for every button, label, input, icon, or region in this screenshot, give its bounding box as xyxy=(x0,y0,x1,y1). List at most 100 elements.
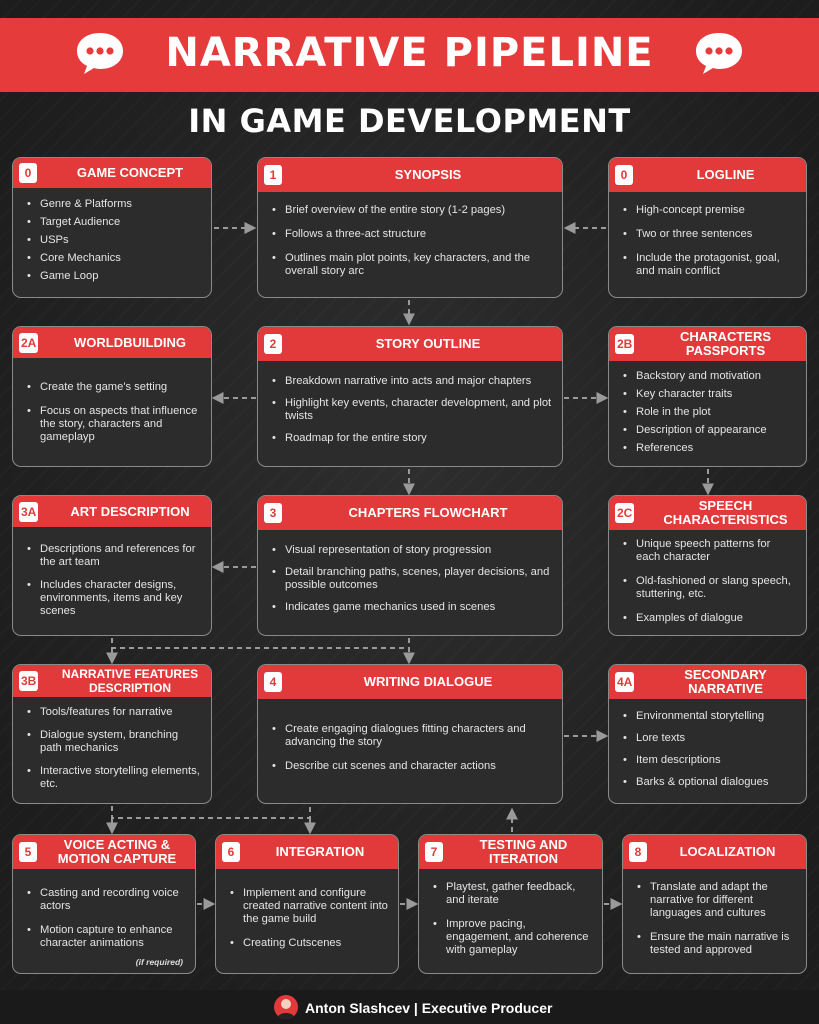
card-title: SECONDARY NARRATIVE xyxy=(684,667,767,696)
list-item: Outlines main plot points, key character… xyxy=(272,252,552,278)
step-number: 3A xyxy=(19,501,39,522)
card-title: TESTING AND ITERATION xyxy=(479,837,568,866)
card-header: 1 SYNOPSIS xyxy=(258,158,562,192)
card-header: 2 STORY OUTLINE xyxy=(258,327,562,361)
list-item: Improve pacing, engagement, and coherenc… xyxy=(433,918,592,957)
list-item: Two or three sentences xyxy=(623,228,796,241)
step-number: 8 xyxy=(629,842,647,862)
card-speech-characteristics: 2C SPEECH CHARACTERISTICS Unique speech … xyxy=(608,495,807,636)
list-item: Focus on aspects that influence the stor… xyxy=(27,405,201,444)
list-item: Breakdown narrative into acts and major … xyxy=(272,375,552,388)
list-item: Interactive storytelling elements, etc. xyxy=(27,765,201,791)
list-item: Detail branching paths, scenes, player d… xyxy=(272,566,552,592)
list-item: Barks & optional dialogues xyxy=(623,776,796,789)
card-header: 8 LOCALIZATION xyxy=(623,835,806,869)
card-synopsis: 1 SYNOPSIS Brief overview of the entire … xyxy=(257,157,563,298)
footer-bar xyxy=(0,990,819,1024)
list-item: Roadmap for the entire story xyxy=(272,432,552,445)
step-number: 7 xyxy=(425,842,443,862)
card-header: 5 VOICE ACTING & MOTION CAPTURE xyxy=(13,835,195,869)
step-number: 2C xyxy=(615,503,635,523)
card-title: ART DESCRIPTION xyxy=(70,503,190,519)
card-header: 2B CHARACTERS PASSPORTS xyxy=(609,327,806,361)
step-number: 0 xyxy=(615,165,633,185)
card-writing-dialogue: 4 WRITING DIALOGUE Create engaging dialo… xyxy=(257,664,563,804)
list-item: Casting and recording voice actors xyxy=(27,887,185,913)
list-item: Genre & Platforms xyxy=(27,198,201,211)
card-worldbuilding: 2A WORLDBUILDING Create the game's setti… xyxy=(12,326,212,467)
card-title: GAME CONCEPT xyxy=(76,165,184,180)
card-title: CHAPTERS FLOWCHART xyxy=(348,505,508,520)
card-header: 7 TESTING AND ITERATION xyxy=(419,835,602,869)
step-number: 1 xyxy=(264,165,282,185)
card-header: 0 GAME CONCEPT xyxy=(13,158,211,188)
list-item: Game Loop xyxy=(27,270,201,283)
page-subtitle: IN GAME DEVELOPMENT xyxy=(188,102,631,140)
list-item: Creating Cutscenes xyxy=(230,937,388,950)
card-story-outline: 2 STORY OUTLINE Breakdown narrative into… xyxy=(257,326,563,467)
list-item: Describe cut scenes and character action… xyxy=(272,760,552,773)
card-narrative-features: 3B NARRATIVE FEATURES DESCRIPTION Tools/… xyxy=(12,664,212,804)
list-item: References xyxy=(623,442,796,455)
card-title: INTEGRATION xyxy=(275,844,365,859)
card-integration: 6 INTEGRATION Implement and configure cr… xyxy=(215,834,399,974)
step-number: 6 xyxy=(222,842,240,862)
card-header: 3B NARRATIVE FEATURES DESCRIPTION xyxy=(13,665,211,697)
card-header: 2C SPEECH CHARACTERISTICS xyxy=(609,496,806,530)
list-item: Create engaging dialogues fitting charac… xyxy=(272,723,552,749)
list-item: Core Mechanics xyxy=(27,252,201,265)
card-testing: 7 TESTING AND ITERATION Playtest, gather… xyxy=(418,834,603,974)
step-number: 0 xyxy=(19,163,37,183)
card-game-concept: 0 GAME CONCEPT Genre & Platforms Target … xyxy=(12,157,212,298)
card-title: VOICE ACTING & MOTION CAPTURE xyxy=(57,837,177,866)
step-number: 2B xyxy=(615,334,635,354)
card-localization: 8 LOCALIZATION Translate and adapt the n… xyxy=(622,834,807,974)
card-title: WRITING DIALOGUE xyxy=(363,674,493,689)
page-title: NARRATIVE PIPELINE xyxy=(165,30,654,76)
card-title: LOCALIZATION xyxy=(679,844,776,859)
card-title: STORY OUTLINE xyxy=(375,336,481,351)
card-secondary-narrative: 4A SECONDARY NARRATIVE Environmental sto… xyxy=(608,664,807,804)
step-number: 2 xyxy=(264,334,282,354)
list-item: Environmental storytelling xyxy=(623,710,796,723)
list-item: Visual representation of story progressi… xyxy=(272,544,552,557)
step-number: 2A xyxy=(19,332,39,353)
list-item: Key character traits xyxy=(623,388,796,401)
list-item: Ensure the main narrative is tested and … xyxy=(637,931,796,957)
list-item: Highlight key events, character developm… xyxy=(272,397,552,423)
list-item: Old-fashioned or slang speech, stutterin… xyxy=(623,575,796,601)
list-item: Lore texts xyxy=(623,732,796,745)
card-title: SPEECH CHARACTERISTICS xyxy=(663,498,788,527)
card-art-description: 3A ART DESCRIPTION Descriptions and refe… xyxy=(12,495,212,636)
list-item: Motion capture to enhance character anim… xyxy=(27,924,185,950)
list-item: Follows a three-act structure xyxy=(272,228,552,241)
list-item: Includes character designs, environments… xyxy=(27,579,201,618)
note-text: (if required) xyxy=(135,957,183,967)
avatar xyxy=(274,995,298,1019)
card-header: 6 INTEGRATION xyxy=(216,835,398,869)
author-credit: Anton Slashcev | Executive Producer xyxy=(305,1000,553,1016)
card-title: SYNOPSIS xyxy=(394,167,462,182)
list-item: USPs xyxy=(27,234,201,247)
list-item: Unique speech patterns for each characte… xyxy=(623,538,796,564)
card-header: 4 WRITING DIALOGUE xyxy=(258,665,562,699)
card-header: 3A ART DESCRIPTION xyxy=(13,496,211,527)
card-voice-acting: 5 VOICE ACTING & MOTION CAPTURE Casting … xyxy=(12,834,196,974)
list-item: Translate and adapt the narrative for di… xyxy=(637,881,796,920)
card-title: NARRATIVE FEATURES DESCRIPTION xyxy=(61,667,199,695)
card-header: 0 LOGLINE xyxy=(609,158,806,192)
list-item: Indicates game mechanics used in scenes xyxy=(272,601,552,614)
list-item: Create the game's setting xyxy=(27,381,201,394)
list-item: Examples of dialogue xyxy=(623,612,796,625)
card-title: LOGLINE xyxy=(696,167,755,182)
list-item: Role in the plot xyxy=(623,406,796,419)
card-header: 3 CHAPTERS FLOWCHART xyxy=(258,496,562,530)
card-header: 2A WORLDBUILDING xyxy=(13,327,211,358)
card-characters-passports: 2B CHARACTERS PASSPORTS Backstory and mo… xyxy=(608,326,807,467)
card-title: WORLDBUILDING xyxy=(74,334,186,350)
card-title: CHARACTERS PASSPORTS xyxy=(680,329,771,358)
list-item: Implement and configure created narrativ… xyxy=(230,887,388,926)
list-item: Playtest, gather feedback, and iterate xyxy=(433,881,592,907)
step-number: 4A xyxy=(615,672,635,692)
